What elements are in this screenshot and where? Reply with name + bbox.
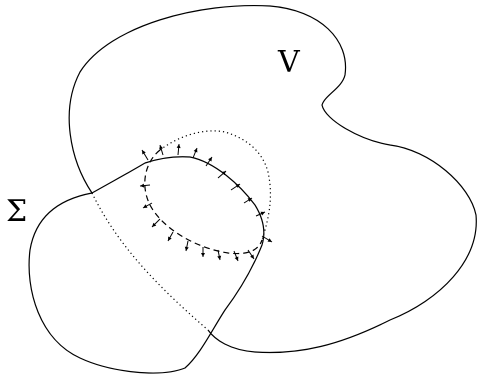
volume-outline bbox=[68, 4, 477, 354]
normal-arrow bbox=[217, 249, 222, 261]
normal-arrow bbox=[247, 249, 255, 260]
normal-arrow bbox=[139, 183, 151, 188]
dashed-inner-surface bbox=[144, 149, 263, 255]
normal-arrow bbox=[230, 183, 241, 191]
normal-arrow bbox=[201, 247, 205, 257]
normal-arrow bbox=[243, 197, 253, 204]
normal-arrow bbox=[167, 231, 174, 242]
normal-arrow bbox=[217, 170, 227, 179]
volume-label: V bbox=[277, 45, 301, 80]
normal-arrows bbox=[139, 143, 273, 262]
dotted-boundary-top bbox=[159, 130, 272, 241]
normal-arrow bbox=[205, 156, 213, 167]
normal-arrow bbox=[233, 250, 239, 262]
normal-arrow bbox=[151, 218, 161, 228]
normal-arrow bbox=[255, 211, 266, 217]
surface-label: Σ bbox=[6, 194, 27, 229]
normal-arrow bbox=[184, 240, 189, 252]
normal-arrow bbox=[142, 202, 153, 209]
normal-arrow bbox=[261, 235, 273, 243]
surface-outline bbox=[28, 156, 265, 374]
normal-arrow bbox=[159, 144, 164, 156]
dotted-boundary-left bbox=[91, 192, 209, 331]
normal-arrow bbox=[176, 143, 181, 156]
normal-arrow bbox=[141, 149, 149, 161]
normal-arrow bbox=[192, 147, 198, 159]
